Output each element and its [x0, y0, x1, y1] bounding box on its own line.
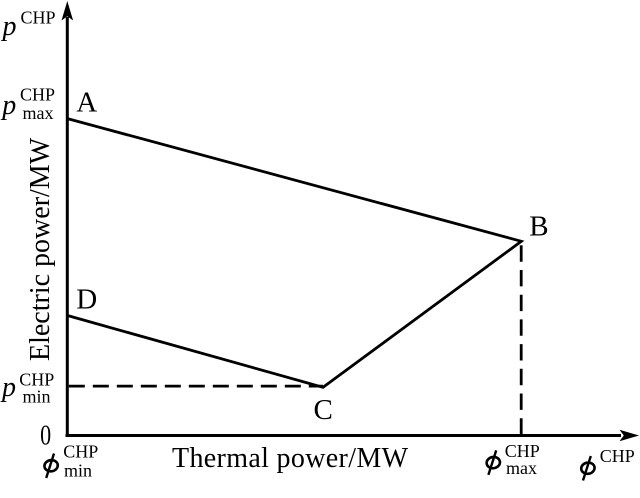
svg-text:max: max — [506, 458, 537, 478]
svg-text:p: p — [1, 11, 17, 42]
svg-text:D: D — [76, 284, 97, 316]
svg-text:CHP: CHP — [505, 441, 540, 461]
svg-text:max: max — [23, 103, 54, 123]
svg-text:p: p — [0, 372, 16, 403]
svg-text:CHP: CHP — [600, 446, 635, 466]
svg-text:CHP: CHP — [21, 8, 56, 28]
svg-text:p: p — [0, 90, 16, 121]
svg-text:CHP: CHP — [20, 85, 55, 105]
svg-text:B: B — [529, 211, 548, 243]
svg-text:C: C — [314, 394, 333, 426]
svg-text:Thermal power/MW: Thermal power/MW — [172, 443, 409, 474]
svg-text:min: min — [23, 387, 51, 407]
svg-text:A: A — [76, 86, 97, 118]
svg-text:0: 0 — [40, 419, 51, 452]
svg-text:CHP: CHP — [63, 442, 98, 462]
svg-text:Electric power/MW: Electric power/MW — [25, 137, 56, 361]
svg-text:min: min — [64, 461, 92, 481]
svg-text:CHP: CHP — [19, 370, 54, 390]
